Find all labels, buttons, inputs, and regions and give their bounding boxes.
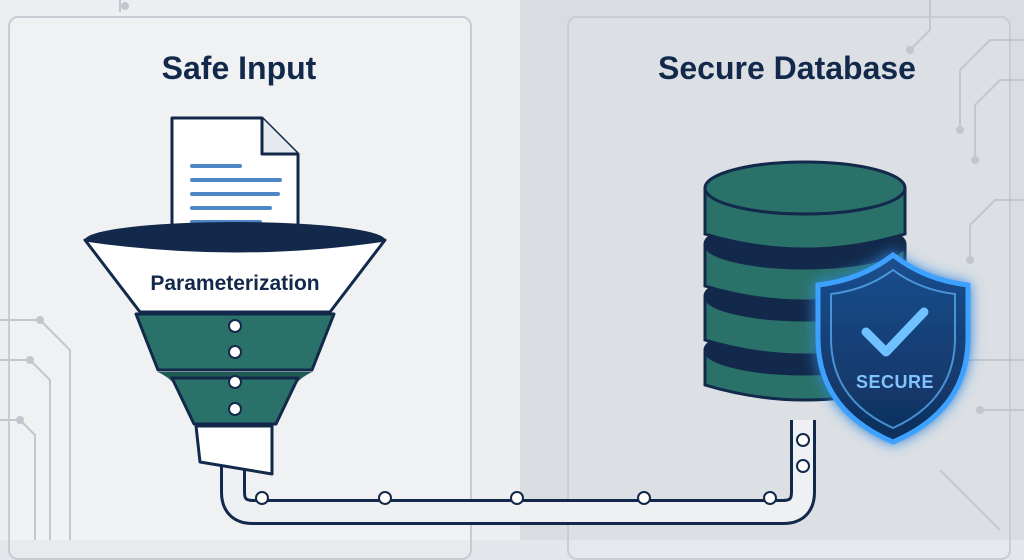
shield-check-icon [815,251,971,445]
diagram-art [0,0,1024,540]
funnel-icon [83,222,387,476]
secure-database-title: Secure Database [658,50,916,86]
circuit-trace-icon [0,0,1024,540]
conveyor-pipe [220,420,816,525]
parameterization-label: Parameterization [150,272,320,295]
safe-input-title: Safe Input [161,50,317,86]
secure-label: SECURE [855,372,934,392]
circuit-node-dots [16,2,984,424]
